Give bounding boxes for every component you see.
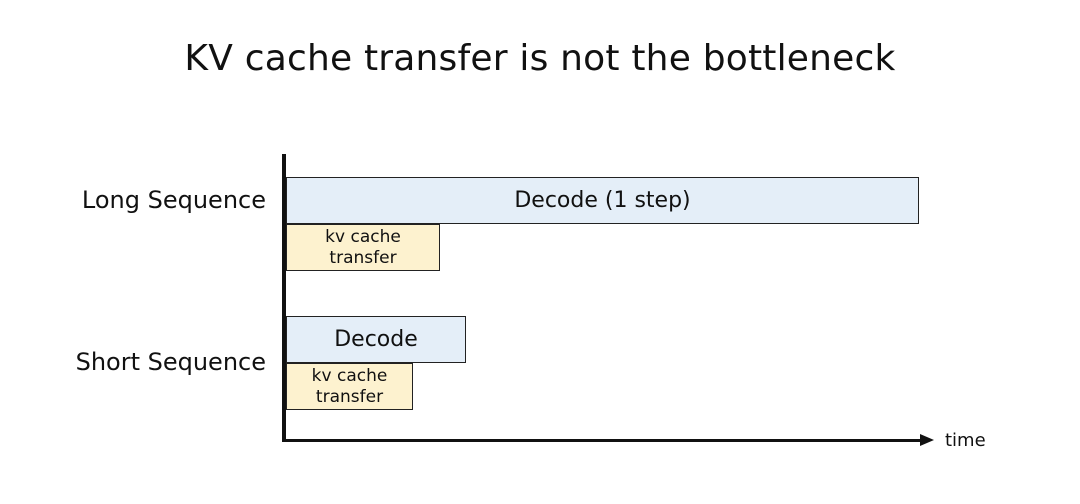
long-sequence-decode-bar: Decode (1 step): [286, 177, 919, 224]
diagram-title: KV cache transfer is not the bottleneck: [184, 38, 896, 79]
short-sequence-decode-label: Decode: [334, 327, 418, 352]
time-axis-arrow-icon: [920, 434, 934, 446]
short-sequence-kv-transfer-bar: kv cache transfer: [286, 363, 413, 410]
y-axis-line: [282, 154, 286, 442]
time-axis-label: time: [945, 430, 986, 451]
time-axis-line: [282, 439, 922, 442]
long-sequence-decode-label: Decode (1 step): [514, 188, 691, 213]
short-sequence-decode-bar: Decode: [286, 316, 466, 363]
short-sequence-kv-transfer-label: kv cache transfer: [311, 366, 388, 407]
long-sequence-kv-transfer-bar: kv cache transfer: [286, 224, 440, 271]
row-label-short-sequence: Short Sequence: [75, 348, 266, 376]
long-sequence-kv-transfer-label: kv cache transfer: [325, 227, 401, 268]
row-label-long-sequence: Long Sequence: [81, 186, 266, 214]
